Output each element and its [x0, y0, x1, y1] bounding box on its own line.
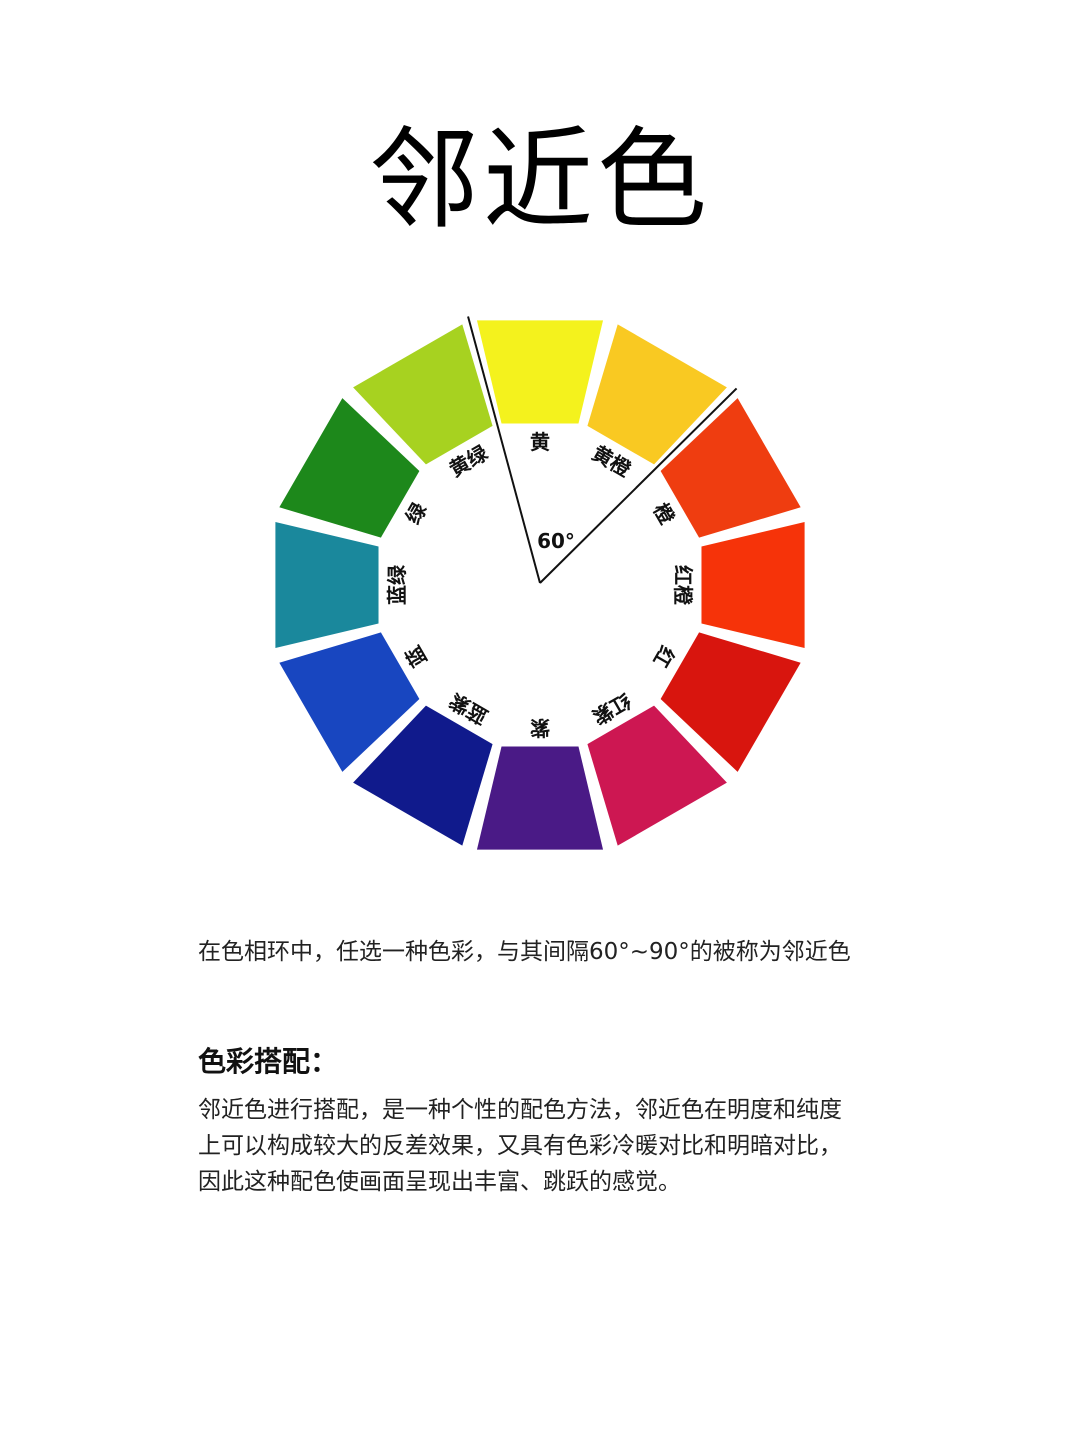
- segment-label: 绿: [401, 498, 432, 528]
- wheel-segment: [701, 521, 805, 649]
- wheel-segment: [279, 398, 420, 538]
- description-text: 在色相环中，任选一种色彩，与其间隔60°~90°的被称为邻近色: [198, 939, 851, 965]
- segment-label: 紫: [530, 716, 550, 740]
- segment-label: 橙: [648, 499, 679, 529]
- wheel-segment: [279, 632, 420, 772]
- wheel-segment: [587, 705, 727, 846]
- segment-label: 蓝: [401, 642, 432, 671]
- segment-label: 蓝绿: [385, 564, 409, 605]
- wheel-segment: [353, 705, 493, 846]
- color-wheel-diagram: 黄黄橙橙红橙红红紫紫蓝紫蓝蓝绿绿黄绿60°: [275, 316, 805, 850]
- segment-label: 红: [648, 642, 679, 671]
- angle-line-left: [467, 316, 541, 584]
- section-body: 邻近色进行搭配，是一种个性的配色方法，邻近色在明度和纯度 上可以构成较大的反差效…: [198, 1092, 918, 1200]
- wheel-segment: [476, 320, 604, 424]
- wheel-segment: [275, 521, 379, 649]
- wheel-segment: [660, 398, 801, 538]
- angle-line-right: [539, 387, 738, 584]
- wheel-segment: [587, 324, 727, 465]
- body-line: 上可以构成较大的反差效果，又具有色彩冷暖对比和明暗对比，: [198, 1133, 842, 1159]
- segment-label: 红橙: [671, 565, 695, 606]
- page-title: 邻近色: [369, 116, 711, 244]
- wheel-segment: [660, 632, 801, 772]
- segment-label: 黄: [530, 430, 550, 454]
- angle-label: 60°: [537, 529, 575, 553]
- wheel-segment: [353, 324, 493, 465]
- body-line: 因此这种配色使画面呈现出丰富、跳跃的感觉。: [198, 1169, 681, 1195]
- body-line: 邻近色进行搭配，是一种个性的配色方法，邻近色在明度和纯度: [198, 1097, 842, 1123]
- wheel-segment: [476, 746, 604, 850]
- section-heading: 色彩搭配：: [198, 1045, 339, 1078]
